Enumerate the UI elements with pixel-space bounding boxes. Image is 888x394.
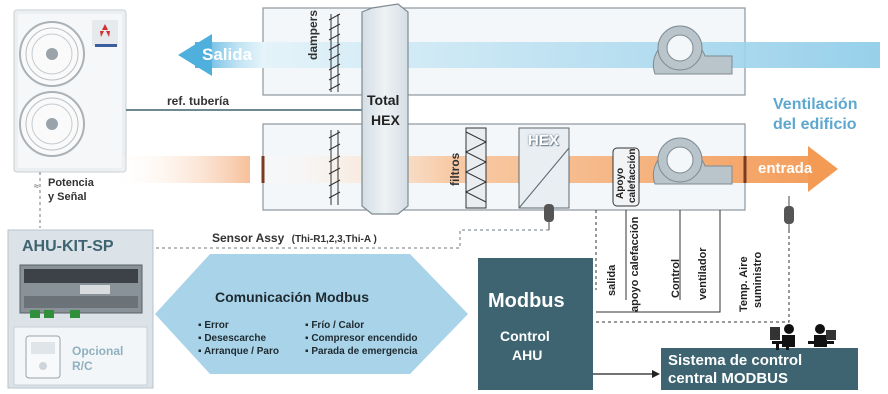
optional-rc-line2: R/C [72,359,93,373]
total-hex-label-line2: HEX [371,112,400,128]
salida-signal-label: salida [606,264,618,296]
apoyo-calefaccion-signal-label: apoyo calefacción [629,216,641,312]
optional-rc-line1: Opcional [72,344,124,358]
outdoor-unit [13,9,127,173]
modbus-item-compressor-on: ▪ Compresor encendido [305,333,418,344]
power-signal-label-line2: y Señal [48,191,87,203]
building-ventilation-line1: Ventilación [773,96,858,113]
modbus-item-error: ▪ Error [198,320,229,331]
dampers [328,13,341,205]
supply-arrow-label: entrada [758,160,813,177]
sensor-assy-line [150,229,549,249]
total-hex [361,3,409,215]
modbus-control-line2: AHU [512,347,543,363]
central-system-box [661,348,858,390]
ventilador-signal-label: ventilador [697,247,709,300]
modbus-control-box [478,258,593,390]
modbus-item-emergency-stop: ▪ Parada de emergencia [305,346,418,357]
building-ventilation-line2: del edificio [773,116,857,133]
power-signal-label-line1: Potencia [48,177,94,189]
modbus-item-start-stop: ▪ Arranque / Paro [198,346,279,357]
sensor-assy-text: Sensor Assy [212,231,285,245]
modbus-item-defrost: ▪ Desescarche [198,333,267,344]
dampers-label: dampers [306,9,320,60]
modbus-comm-hexagon [155,254,468,374]
supply-arrow-head [808,146,838,192]
sensor-assy-label: Sensor Assy (Thi-R1,2,3,Thi-A ) [212,231,377,245]
lower-fan-icon [652,137,733,185]
modbus-comm-title: Comunicación Modbus [215,289,369,305]
ahu-kit-title: AHU-KIT-SP [22,238,114,255]
modbus-comm-list-right: ▪ Frío / Calor ▪ Compresor encendido ▪ P… [305,319,418,358]
central-system-line1: Sistema de control [668,352,803,369]
temp-supply-label-line1: Temp. Aire [738,256,750,312]
heating-support-box [612,147,640,207]
pipe-ref-label: ref. tubería [167,94,230,108]
heating-support-label-line1: Apoyo [615,167,626,199]
control-signal-label: Control [670,258,682,298]
temp-supply-label-line2: suministro [752,251,764,308]
operators-icon [770,324,836,350]
total-hex-label-line1: Total [367,92,400,108]
modbus-control-title: Modbus [488,290,565,312]
svg-text:≈: ≈ [34,181,39,191]
sensor-assy-detail: (Thi-R1,2,3,Thi-A ) [291,234,377,245]
modbus-control-line1: Control [500,328,550,344]
supply-flow-tail [110,156,250,183]
filters-label: filtros [448,152,462,186]
modbus-comm-list-left: ▪ Error ▪ Desescarche ▪ Arranque / Paro [198,319,279,358]
central-system-line2: central MODBUS [668,370,789,387]
exhaust-arrow-label: Salida [202,45,253,64]
hex-label: HEX [528,132,559,149]
filters [464,127,488,209]
ahu-kit-device [19,264,143,318]
heating-support-label-line2: calefacción [627,148,638,203]
control-lines [595,210,790,323]
exhaust-arrow-head [178,34,212,76]
supply-temp-sensor [784,196,794,230]
upper-fan-icon [652,25,733,75]
remote-controller-icon [25,335,61,379]
exhaust-flow-band [240,42,880,68]
modbus-item-cool-heat: ▪ Frío / Calor [305,320,365,331]
hex-sensor [544,204,554,230]
hex-coil [518,127,570,209]
